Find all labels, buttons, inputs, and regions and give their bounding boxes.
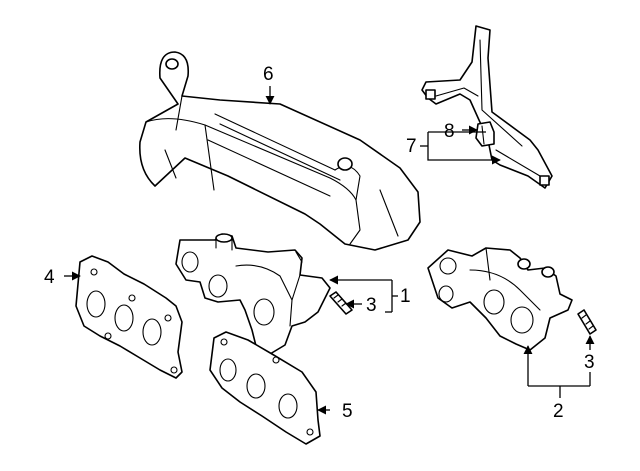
bracket-part[interactable] [421,25,553,189]
callout-manifold-left: 1 [400,286,411,307]
callout-bracket: 7 [406,136,417,157]
callout-manifold-right: 2 [553,401,564,422]
callout-gasket-right: 5 [342,401,353,422]
callout-stud-right: 3 [584,352,595,373]
callout-heat-shield: 6 [263,64,274,85]
clip-part[interactable] [475,121,495,147]
leader-lines [64,86,595,415]
callout-stud-left: 3 [366,295,377,316]
heat-shield-part[interactable] [138,51,421,251]
left-gasket-part[interactable] [75,255,183,379]
right-manifold-part[interactable] [427,247,573,351]
callout-clip: 8 [444,121,455,142]
stud-left-part[interactable] [329,291,353,315]
right-gasket-part[interactable] [209,331,321,445]
callout-gasket-left: 4 [44,267,55,288]
stud-right-part[interactable] [577,309,597,335]
left-manifold-part[interactable] [175,233,331,355]
callout-labels: 6 8 7 4 1 3 3 5 2 [44,64,595,422]
